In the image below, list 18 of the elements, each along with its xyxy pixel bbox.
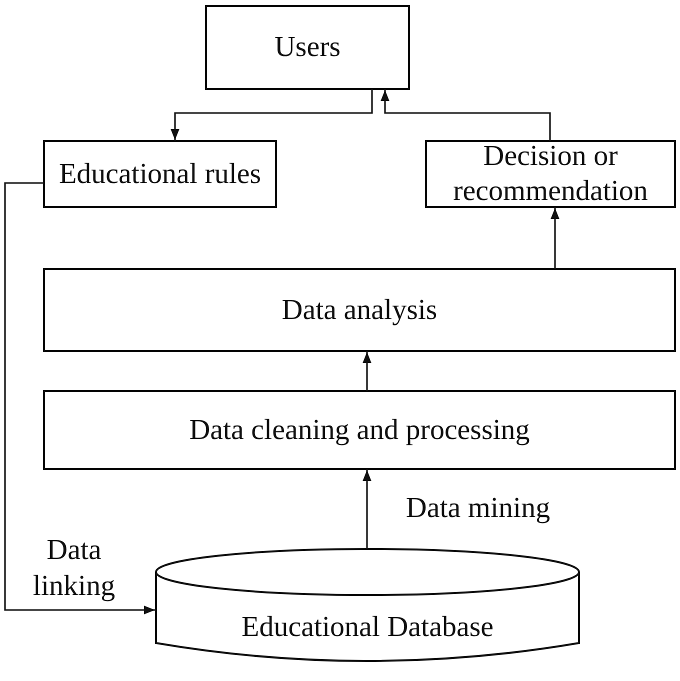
- arrow: [362, 352, 372, 390]
- arrow: [550, 208, 560, 268]
- process-box: [205, 5, 410, 90]
- database-cylinder: [155, 548, 580, 665]
- arrow: [170, 90, 373, 140]
- node-label: Educational rules: [58, 156, 262, 192]
- arrow: [380, 90, 551, 140]
- process-box: [43, 268, 676, 352]
- node-label: Decision or recommendation: [452, 139, 649, 209]
- process-box: [425, 140, 676, 208]
- node-label: Users: [274, 30, 341, 65]
- node-label: Educational Database: [241, 610, 494, 645]
- arrow: [362, 470, 372, 548]
- process-box: [43, 140, 277, 208]
- node-label: Data cleaning and processing: [189, 412, 530, 448]
- node-label: Data analysis: [282, 292, 438, 328]
- arrow: [4, 182, 155, 614]
- process-box: [43, 390, 676, 470]
